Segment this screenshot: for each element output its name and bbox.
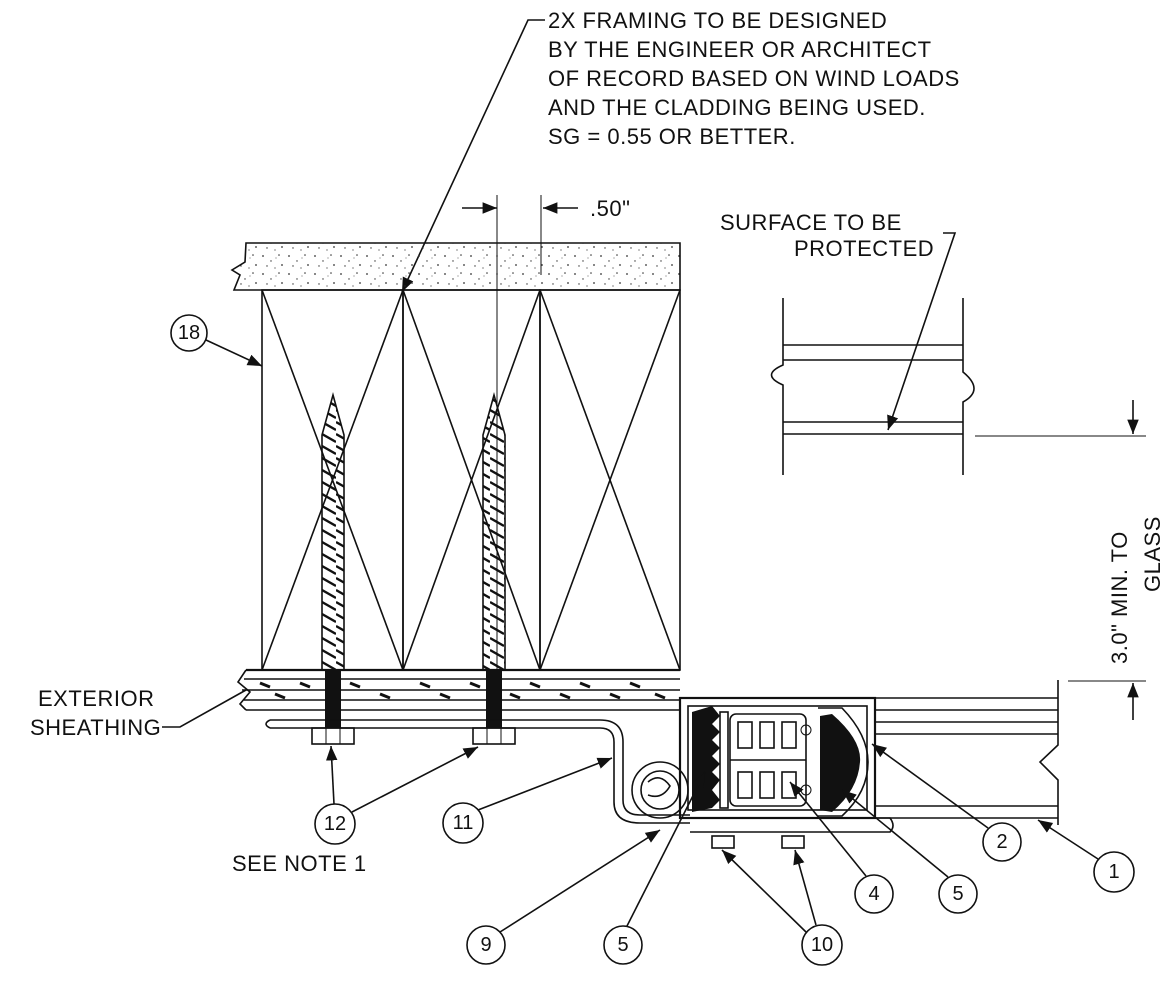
- framing-note-line-3: OF RECORD BASED ON WIND LOADS: [548, 66, 960, 91]
- callout-18: 18: [170, 314, 263, 367]
- callout-5-lower: 5: [603, 771, 706, 965]
- see-note-text: SEE NOTE 1: [232, 851, 367, 876]
- screw-left: [311, 391, 355, 745]
- callout-5-upper-label: 5: [952, 883, 963, 905]
- exterior-note-line-1: EXTERIOR: [38, 686, 154, 711]
- framing-note-line-2: BY THE ENGINEER OR ARCHITECT: [548, 37, 932, 62]
- framing-note-line-4: AND THE CLADDING BEING USED.: [548, 95, 926, 120]
- glass-dim-line-1: 3.0" MIN. TO: [1107, 531, 1132, 664]
- callout-18-label: 18: [178, 322, 200, 344]
- glass-clearance-dimension: 3.0" MIN. TO GLASS: [975, 400, 1165, 720]
- surface-note-line-1: SURFACE TO BE: [720, 210, 902, 235]
- callout-1: 1: [1037, 819, 1135, 893]
- callout-1-label: 1: [1108, 861, 1119, 883]
- framing-note-line-5: SG = 0.55 OR BETTER.: [548, 124, 796, 149]
- callout-11: 11: [442, 757, 613, 844]
- callout-10-label: 10: [811, 934, 833, 956]
- callout-12: 12 SEE NOTE 1: [232, 745, 479, 876]
- glass-stop-insert: [729, 713, 812, 807]
- exterior-note-line-2: SHEATHING: [30, 715, 161, 740]
- gasket-left: [692, 706, 729, 812]
- top-plate: [230, 242, 681, 291]
- callout-4: 4: [789, 781, 894, 914]
- callout-11-label: 11: [453, 812, 474, 834]
- protected-surface: SURFACE TO BE PROTECTED: [720, 210, 975, 475]
- callout-9: 9: [466, 829, 661, 965]
- callout-9-label: 9: [480, 934, 491, 956]
- glass-dim-line-2: GLASS: [1140, 516, 1165, 592]
- callout-5-lower-label: 5: [617, 934, 628, 956]
- callout-4-label: 4: [868, 883, 879, 905]
- spacing-dimension-label: .50": [590, 196, 630, 221]
- framing-note-line-1: 2X FRAMING TO BE DESIGNED: [548, 8, 887, 33]
- callout-10: 10: [721, 849, 843, 966]
- surface-note-line-2: PROTECTED: [794, 236, 934, 261]
- screw-right: [472, 391, 516, 745]
- exterior-sheathing-note: EXTERIOR SHEATHING: [30, 686, 247, 740]
- mounting-angle: [265, 719, 690, 824]
- setting-block: [818, 707, 869, 817]
- callout-5-upper: 5: [841, 789, 978, 914]
- callout-12-label: 12: [324, 813, 346, 835]
- glass-panel: [875, 680, 1059, 825]
- callout-2: 2: [871, 743, 1022, 862]
- callout-2-label: 2: [996, 831, 1007, 853]
- exterior-sheathing: [236, 668, 680, 711]
- framing-note: 2X FRAMING TO BE DESIGNED BY THE ENGINEE…: [401, 8, 960, 293]
